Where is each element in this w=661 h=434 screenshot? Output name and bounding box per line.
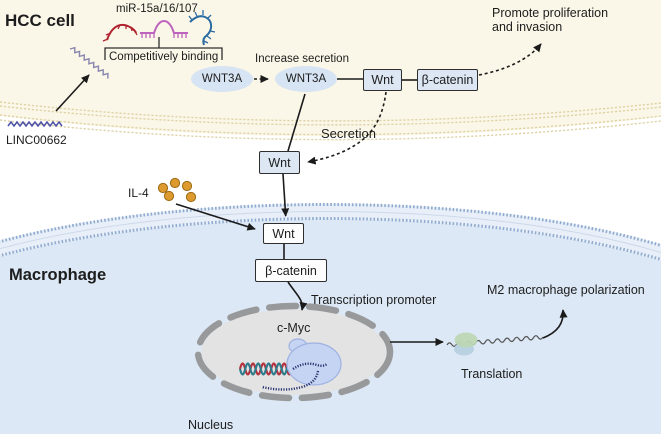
- wnt-box-hcc: Wnt: [363, 69, 402, 91]
- arrow-wnt-to-membrane: [281, 173, 290, 217]
- rna-polymerase-blob-icon: [286, 338, 342, 386]
- arrow-linc-to-rna: [55, 74, 90, 112]
- transcription-promoter-label: Transcription promoter: [311, 293, 437, 307]
- arrow-secretion: [307, 91, 387, 165]
- arrow-promote: [478, 43, 542, 76]
- ribosome-icon: [454, 332, 478, 356]
- arrow-il4-to-wnt: [175, 203, 256, 231]
- nucleus-envelope-icon: [194, 302, 394, 402]
- hcc-cell-label: HCC cell: [5, 11, 75, 30]
- competitive-binding-bracket: [104, 37, 223, 60]
- mirna-label: miR-15a/16/107: [116, 3, 198, 15]
- nascent-rna-strand-icon: [261, 362, 328, 391]
- linc00662-label: LINC00662: [6, 133, 67, 147]
- bcatenin-box-hcc: β-catenin: [417, 69, 478, 91]
- mirna-hairpin-blue-icon: [188, 10, 216, 46]
- cmyc-label: c-Myc: [277, 321, 311, 335]
- wnt3a-oval-after: WNT3A: [275, 66, 337, 92]
- mirna-hairpin-purple-icon: [140, 19, 188, 38]
- arrow-bcatenin-to-cmyc: [287, 281, 308, 311]
- wnt3a-oval-before: WNT3A: [191, 66, 253, 92]
- macrophage-bilayer-membrane-icon: [0, 203, 661, 262]
- line-wnt3a-down: [287, 93, 306, 152]
- secretion-label: Secretion: [321, 126, 376, 141]
- promote-label: Promote proliferation and invasion: [492, 6, 608, 34]
- linc-rna-zigzag-icon: [7, 120, 63, 128]
- wnt-box-secreted: Wnt: [259, 151, 300, 174]
- promote-label-line2: and invasion: [492, 20, 563, 34]
- il4-label: IL-4: [128, 186, 149, 200]
- competitively-binding-label: Competitively binding: [109, 51, 219, 63]
- m2-polarization-label: M2 macrophage polarization: [487, 283, 645, 297]
- promote-label-line1: Promote proliferation: [492, 6, 609, 20]
- translation-label: Translation: [461, 367, 523, 381]
- free-rna-zigzag-icon: [69, 46, 109, 79]
- macrophage-label: Macrophage: [9, 266, 107, 284]
- hcc-cytoplasm: [0, 0, 661, 137]
- mirna-hairpin-red-icon: [102, 23, 138, 42]
- increase-secretion-label: Increase secretion: [255, 53, 349, 65]
- arrow-to-m2: [542, 309, 568, 339]
- wnt-box-macrophage: Wnt: [263, 223, 304, 244]
- hcc-membrane-icon: [0, 101, 661, 141]
- bcatenin-box-macrophage: β-catenin: [255, 259, 327, 282]
- nucleus-label: Nucleus: [188, 418, 234, 432]
- il4-cytokine-dots-icon: [157, 177, 197, 203]
